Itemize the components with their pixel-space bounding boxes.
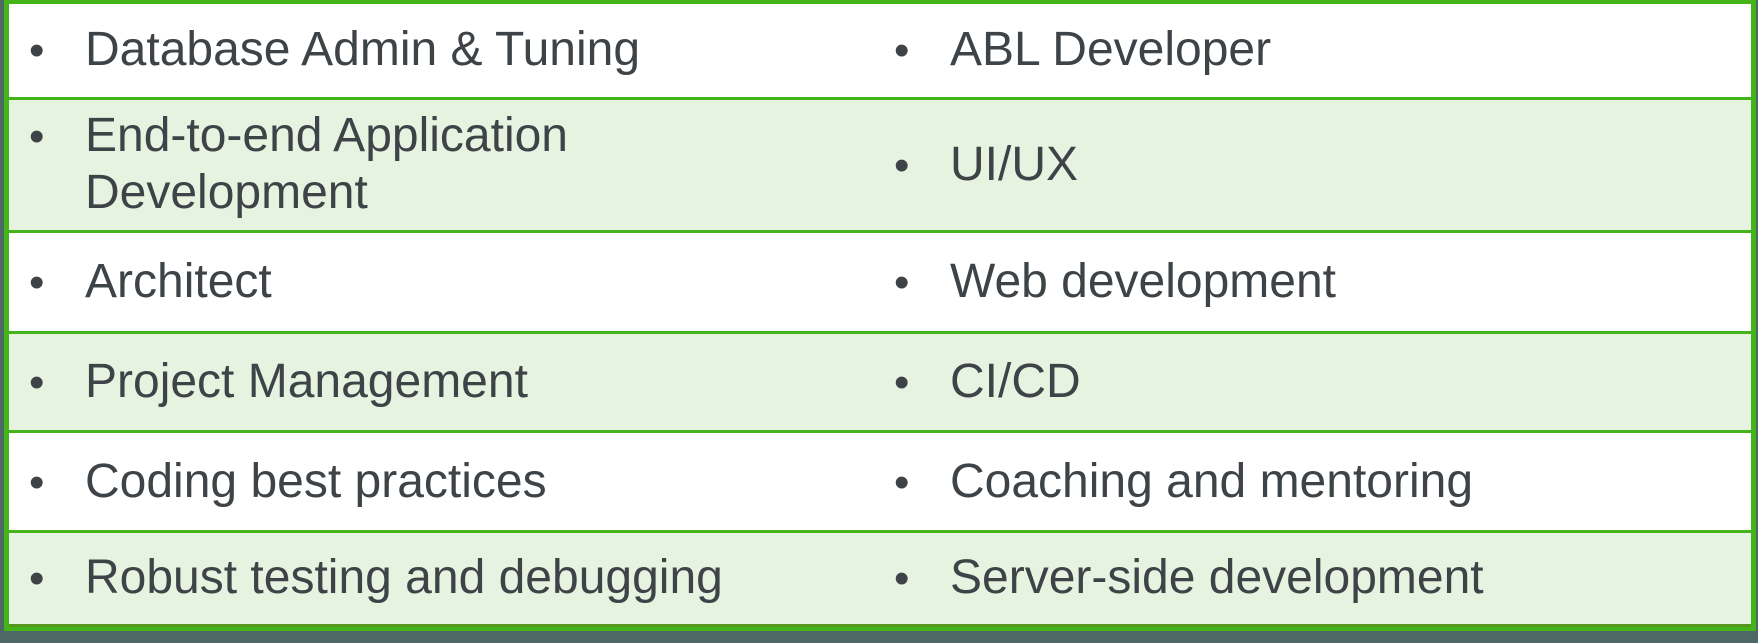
table-row: • Architect • Web development bbox=[9, 230, 1751, 331]
bullet-icon: • bbox=[894, 357, 910, 407]
table-row: • End-to-end Application Development • U… bbox=[9, 96, 1751, 231]
table-cell: • Architect bbox=[9, 254, 880, 311]
skill-label: Web development bbox=[950, 254, 1337, 308]
bullet-icon: • bbox=[894, 457, 910, 507]
table-cell: • Server-side development bbox=[880, 550, 1751, 607]
table-cell: • End-to-end Application Development bbox=[9, 108, 880, 221]
table-cell: • ABL Developer bbox=[880, 22, 1751, 79]
bullet-icon: • bbox=[894, 257, 910, 307]
skill-label: End-to-end Application Development bbox=[85, 109, 568, 219]
table-cell: • Coding best practices bbox=[9, 454, 880, 511]
table-cell: • Project Management bbox=[9, 354, 880, 411]
table-cell: • Web development bbox=[880, 254, 1751, 311]
bullet-icon: • bbox=[29, 457, 45, 507]
bullet-icon: • bbox=[894, 26, 910, 76]
bullet-icon: • bbox=[894, 554, 910, 604]
skill-label: Coding best practices bbox=[85, 454, 547, 508]
skill-label: CI/CD bbox=[950, 354, 1081, 408]
skill-label: Server-side development bbox=[950, 551, 1484, 605]
bullet-icon: • bbox=[29, 554, 45, 604]
table-cell: • CI/CD bbox=[880, 354, 1751, 411]
table-row: • Robust testing and debugging • Server-… bbox=[9, 530, 1751, 627]
skill-label: Coaching and mentoring bbox=[950, 454, 1474, 508]
table-cell: • Database Admin & Tuning bbox=[9, 22, 880, 79]
skill-label: Project Management bbox=[85, 354, 528, 408]
skill-label: Architect bbox=[85, 254, 272, 308]
bullet-icon: • bbox=[29, 112, 45, 162]
table-cell: • Robust testing and debugging bbox=[9, 550, 880, 607]
table-row: • Coding best practices • Coaching and m… bbox=[9, 430, 1751, 531]
table-row: • Database Admin & Tuning • ABL Develope… bbox=[9, 4, 1751, 97]
table-cell: • Coaching and mentoring bbox=[880, 454, 1751, 511]
table-row: • Project Management • CI/CD bbox=[9, 330, 1751, 431]
table-cell: • UI/UX bbox=[880, 137, 1751, 194]
bullet-icon: • bbox=[29, 357, 45, 407]
bullet-icon: • bbox=[29, 257, 45, 307]
skills-table: • Database Admin & Tuning • ABL Develope… bbox=[4, 0, 1756, 631]
skill-label: ABL Developer bbox=[950, 23, 1272, 77]
skill-label: Database Admin & Tuning bbox=[85, 23, 641, 77]
skill-label: UI/UX bbox=[950, 137, 1079, 191]
bullet-icon: • bbox=[29, 26, 45, 76]
skill-label: Robust testing and debugging bbox=[85, 551, 723, 605]
bullet-icon: • bbox=[894, 140, 910, 190]
